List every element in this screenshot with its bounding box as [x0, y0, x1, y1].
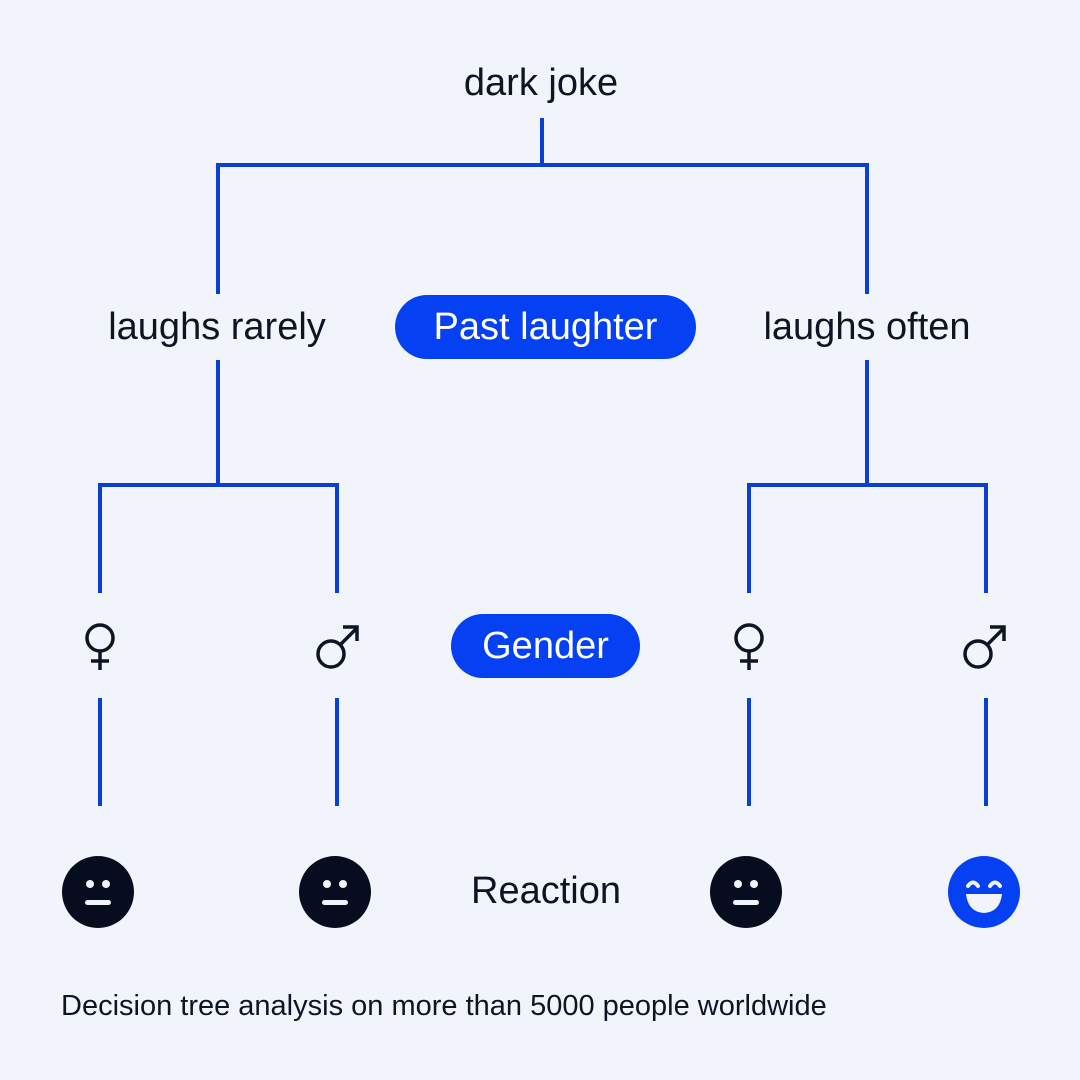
connector-leaf2-reaction [335, 698, 339, 806]
connector-right-subtree-horizontal [747, 483, 988, 487]
connector-leaf2-down [335, 483, 339, 593]
connector-leaf3-down [747, 483, 751, 593]
connector-left-subtree-horizontal [98, 483, 339, 487]
connector-root-horizontal [216, 163, 869, 167]
neutral-face-icon [62, 856, 134, 928]
connector-right-subtree-vertical [865, 360, 869, 487]
male-symbol-icon [316, 625, 359, 669]
root-node-label: dark joke [463, 62, 619, 104]
level-badge-gender: Gender [451, 614, 640, 678]
connector-right-branch-down [865, 163, 869, 294]
connector-leaf3-reaction [747, 698, 751, 806]
branch-label-laughs-rarely: laughs rarely [108, 306, 326, 348]
caption-text: Decision tree analysis on more than 5000… [61, 990, 827, 1022]
male-symbol-icon [963, 625, 1006, 669]
laughing-face-icon [948, 856, 1020, 928]
female-symbol-icon [734, 623, 764, 670]
connector-leaf4-reaction [984, 698, 988, 806]
level-badge-past-laughter: Past laughter [395, 295, 696, 359]
connector-left-branch-down [216, 163, 220, 294]
level-label-reaction: Reaction [471, 870, 621, 912]
connector-left-subtree-vertical [216, 360, 220, 487]
connector-leaf1-reaction [98, 698, 102, 806]
branch-label-laughs-often: laughs often [763, 306, 971, 348]
connector-leaf1-down [98, 483, 102, 593]
female-symbol-icon [85, 623, 115, 670]
neutral-face-icon [710, 856, 782, 928]
neutral-face-icon [299, 856, 371, 928]
connector-leaf4-down [984, 483, 988, 593]
connector-root-vertical [540, 118, 544, 167]
